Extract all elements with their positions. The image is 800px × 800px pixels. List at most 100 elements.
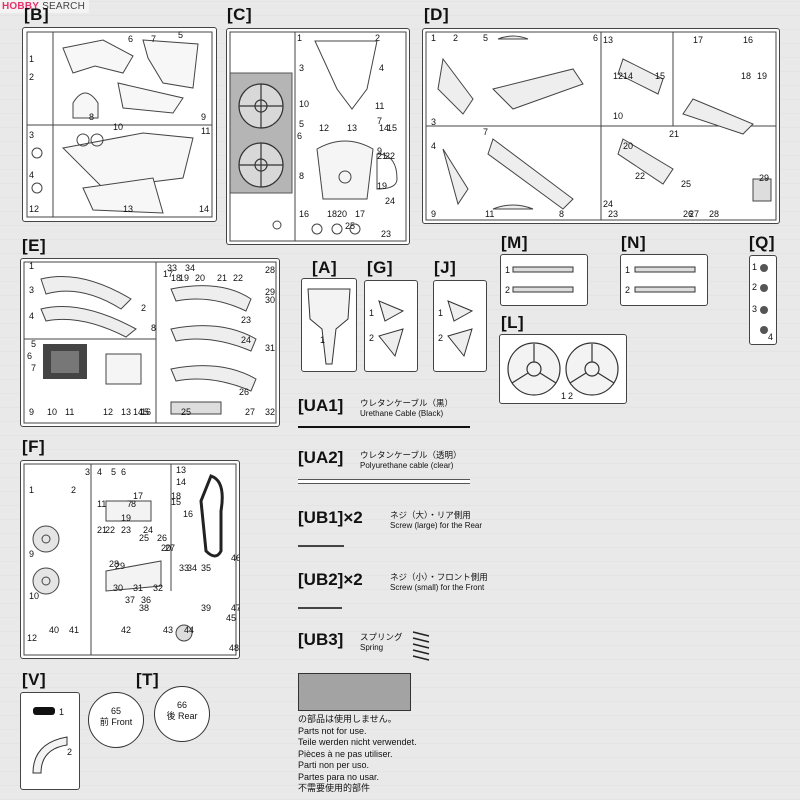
sprue-d-part-24: 24 [603,199,613,209]
sprue-f-part-33: 33 [179,563,189,573]
sprue-f-part-21: 21 [97,525,107,535]
sprue-b-part-1: 1 [29,54,34,64]
sprue-q-drawing: 1 2 3 4 [752,262,773,342]
sprue-b-part-11: 11 [201,126,210,136]
sprue-e-part-32: 32 [265,407,275,417]
sprue-f-part-34: 34 [187,563,197,573]
not-used-line-en: Parts not for use. [298,725,367,736]
sprue-e-part-1: 1 [29,261,34,271]
sprue-c-part-1: 1 [297,33,302,43]
sprue-f-part-5: 5 [111,467,116,477]
sprue-f-part-14: 14 [176,477,186,487]
sprue-d-part-29: 29 [759,173,769,183]
sprue-f-part-13: 13 [176,465,186,475]
ua2-cable [298,479,470,484]
sprue-e-part-23: 23 [241,315,251,325]
sprue-e-part-5: 5 [31,339,36,349]
sprue-f-part-36: 36 [141,595,151,605]
ub2-code: [UB2]×2 [298,570,363,589]
sprue-f-part-12: 12 [27,633,37,643]
sprue-e-part-17: 17 [163,269,173,279]
sprue-b-part-13: 13 [123,204,133,214]
sprue-b-label: [B] [24,5,50,24]
sprue-n-part-2: 2 [625,285,630,295]
sprue-e-part-18: 18 [171,273,181,283]
sprue-j: 1 2 [433,280,487,372]
ua1-en: Urethane Cable (Black) [360,409,444,418]
sprue-d-part-18: 18 [741,71,751,81]
sprue-c-part-21: 21 [377,151,387,161]
sprue-f-part-4: 4 [97,467,102,477]
sprue-f-part-23: 23 [121,525,131,535]
sprue-q-part-4: 4 [768,332,773,342]
front-tire-number: 65 [110,706,121,716]
sprue-d-part-3: 3 [431,117,436,127]
sprue-q: 1 2 3 4 [749,255,777,345]
sprue-q-part-2: 2 [752,282,757,292]
sprue-f-part-40: 40 [49,625,59,635]
sprue-c-part-15: 15 [387,123,397,133]
sprue-f-part-27: 27 [165,543,175,553]
sprue-c-part-7: 7 [377,116,382,126]
sprue-d-part-10: 10 [613,111,623,121]
sprue-b-part-3: 3 [29,130,34,140]
sprue-e-part-9: 9 [29,407,34,417]
ub1-code: [UB1]×2 [298,508,363,527]
sprue-v-part-2: 2 [67,747,72,757]
sprue-f-part-29: 29 [115,561,125,571]
sprue-e-part-33: 33 [167,263,177,273]
ub1-en: Screw (large) for the Rear [390,521,483,530]
ua2-code: [UA2] [298,448,344,467]
sprue-v-part-1: 1 [59,707,64,717]
sprue-b-part-4: 4 [29,170,34,180]
sprue-f-part-9: 9 [29,549,34,559]
sprue-g: 1 2 [364,280,418,372]
sprue-f-part-48: 48 [229,643,239,653]
ub3-en: Spring [360,643,384,652]
sprue-f-part-32: 32 [153,583,163,593]
rear-tire-number: 66 [176,700,187,710]
sprue-f-part-11: 11 [97,499,106,509]
sprue-f-part-6: 6 [121,467,126,477]
sprue-m: 1 2 [500,254,588,306]
sprue-c-part-11: 11 [375,101,384,111]
sprue-f-part-15: 15 [171,497,181,507]
sprue-d-part-12: 12 [613,71,623,81]
sprue-v: 1 2 [20,692,80,790]
sprue-e-part-30: 30 [265,295,275,305]
watermark-search: SEARCH [42,1,85,12]
sprue-e-part-28: 28 [265,265,275,275]
sprue-f-part-42: 42 [121,625,131,635]
sprue-e-part-20: 20 [195,273,205,283]
sprue-f-part-19: 19 [121,513,131,523]
sprue-c-part-4: 4 [379,63,384,73]
rear-tire-label: 後 Rear [166,711,198,721]
sprue-e-part-25: 25 [181,407,191,417]
sprue-c-part-3: 3 [299,63,304,73]
sprue-d-part-13: 13 [603,35,613,45]
sprue-d-part-6: 6 [593,33,598,43]
sprue-f-part-3: 3 [85,467,90,477]
sprue-f-part-20: 20 [161,543,171,553]
sprue-m-part-1: 1 [505,265,510,275]
sprue-e-part-29: 29 [265,287,275,297]
ua1-code: [UA1] [298,396,344,415]
sprue-d-part-22: 22 [635,171,645,181]
sprue-c-part-24: 24 [385,196,395,206]
sprue-l: 1 2 [499,334,627,404]
sprue-j-part-2: 2 [438,333,443,343]
sprue-f-part-46: 46 [231,553,239,563]
sprue-g-drawing: 1 2 [369,300,405,358]
sprue-c-part-17: 17 [355,209,365,219]
sprue-e-part-11: 11 [65,407,74,417]
sprue-e-part-8: 8 [151,323,156,333]
sprue-e-part-14: 14 [133,407,143,417]
sprue-f-part-10: 10 [29,591,39,601]
spring-icon [412,631,430,661]
sprue-q-part-3: 3 [752,304,757,314]
